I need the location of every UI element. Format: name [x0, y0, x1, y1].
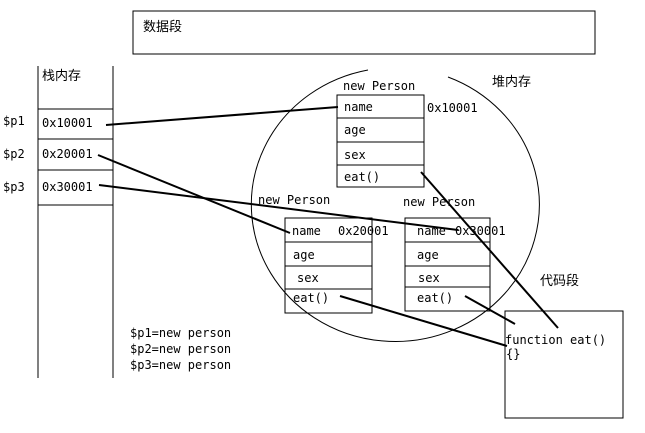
pointer-p3-to-object3 — [98, 184, 459, 231]
stack-address-1: 0x10001 — [42, 116, 93, 130]
object1-address: 0x10001 — [427, 101, 478, 115]
data-segment-box — [132, 10, 596, 55]
object1-field-eat: eat() — [344, 170, 380, 184]
stack-var-p1: $p1 — [3, 114, 25, 128]
object1-field-name: name — [344, 100, 373, 114]
object2-header: new Person — [258, 193, 330, 207]
object3-address: 0x30001 — [455, 224, 506, 238]
code-function-line: function eat() — [505, 333, 606, 347]
stack-var-p3: $p3 — [3, 180, 25, 194]
heap-memory-label: 堆内存 — [492, 74, 531, 90]
assignment-line-1: $p1=new person — [130, 326, 231, 340]
object2-field-age: age — [293, 248, 315, 262]
code-segment-label: 代码段 — [540, 274, 579, 289]
object3-box — [404, 217, 491, 312]
data-segment-label: 数据段 — [143, 20, 182, 35]
object2-address: 0x20001 — [338, 224, 389, 238]
stack-memory-label: 栈内存 — [42, 68, 81, 84]
stack-address-3: 0x30001 — [42, 180, 93, 194]
object2-field-eat: eat() — [293, 291, 329, 305]
object2-field-sex: sex — [297, 271, 319, 285]
object3-field-sex: sex — [418, 271, 440, 285]
object1-field-age: age — [344, 123, 366, 137]
assignment-line-2: $p2=new person — [130, 342, 231, 356]
object1-box — [336, 94, 425, 188]
pointer-p1-to-object1 — [105, 106, 339, 126]
method-link-object2-eat — [339, 295, 508, 347]
method-link-object1-eat — [420, 171, 559, 329]
object3-field-eat: eat() — [417, 291, 453, 305]
object3-field-age: age — [417, 248, 439, 262]
stack-address-2: 0x20001 — [42, 147, 93, 161]
code-body-line: {} — [506, 347, 520, 361]
object3-header: new Person — [403, 195, 475, 209]
object1-field-sex: sex — [344, 148, 366, 162]
object2-field-name: name — [292, 224, 321, 238]
heap-circle — [250, 69, 540, 342]
stack-var-p2: $p2 — [3, 147, 25, 161]
method-link-object3-eat — [464, 295, 516, 325]
assignment-line-3: $p3=new person — [130, 358, 231, 372]
code-segment-box — [504, 310, 624, 419]
object1-header: new Person — [343, 79, 415, 93]
pointer-p2-to-object2 — [97, 154, 291, 234]
